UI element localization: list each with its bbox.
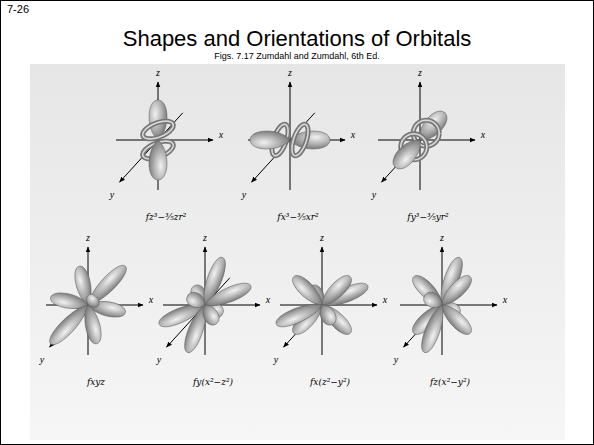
figure-ground xyxy=(30,64,565,440)
axis-label: x xyxy=(266,294,270,305)
axis-label: y xyxy=(157,354,161,365)
figure-source: Figs. 7.17 Zumdahl and Zumdahl, 6th Ed. xyxy=(214,52,380,62)
orbital-label: fz³−⅗zr² xyxy=(146,213,187,223)
axis-label: y xyxy=(394,354,398,365)
axis-label: y xyxy=(110,189,114,200)
orbital-ring xyxy=(292,124,308,155)
orbital-ring-highlight xyxy=(143,121,174,139)
orbital-lobe xyxy=(81,303,104,345)
axis-label: x xyxy=(383,294,387,305)
orbital-lobe xyxy=(273,298,324,331)
coordinate-axis xyxy=(382,113,445,182)
orbital-lobe xyxy=(389,134,427,173)
orbital-ring-highlight xyxy=(292,124,308,155)
orbital-figure xyxy=(156,247,260,355)
orbital-lobe xyxy=(199,301,222,327)
orbital-label: fx³−⅗xr² xyxy=(277,213,318,223)
orbital-ring xyxy=(143,121,174,139)
axis-label: y xyxy=(40,354,44,365)
slide-number: 7-26 xyxy=(7,3,29,15)
axis-label: z xyxy=(86,232,90,243)
orbital-lobe xyxy=(316,301,339,327)
orbital-lobe xyxy=(317,272,355,310)
orbital-label: fy³−⅗yr² xyxy=(407,213,448,223)
orbital-lobe xyxy=(437,272,475,310)
axis-label: z xyxy=(156,67,160,78)
coordinate-axis xyxy=(120,113,183,182)
orbital-label: fxyz xyxy=(87,378,105,388)
orbital-lobe xyxy=(149,140,167,180)
orbital-label: fy(x²−z²) xyxy=(193,378,233,388)
axis-label: z xyxy=(418,67,422,78)
axis-label: x xyxy=(219,129,223,140)
axis-label: z xyxy=(203,232,207,243)
axis-label: y xyxy=(274,354,278,365)
axis-label: y xyxy=(242,189,246,200)
orbital-lobe xyxy=(289,272,327,310)
axis-label: z xyxy=(320,232,324,243)
orbital-figure xyxy=(378,82,475,190)
axis-label: z xyxy=(288,67,292,78)
orbital-lobe xyxy=(418,303,449,356)
orbital-figures xyxy=(45,82,497,355)
orbital-lobe xyxy=(83,292,101,310)
axis-label: y xyxy=(372,189,376,200)
axis-label: x xyxy=(481,129,485,140)
slide-title: Shapes and Orientations of Orbitals xyxy=(123,27,472,51)
orbital-figure xyxy=(273,247,377,355)
axis-label: x xyxy=(149,294,153,305)
orbital-label: fx(z²−y²) xyxy=(310,378,350,388)
orbital-figure xyxy=(248,82,345,190)
axis-label: z xyxy=(440,232,444,243)
orbital-figure xyxy=(400,247,497,355)
orbital-lobe xyxy=(250,131,290,149)
axis-label: x xyxy=(503,294,507,305)
orbital-figure xyxy=(116,82,213,190)
axis-label: x xyxy=(351,129,355,140)
orbital-label: fz(x²−y²) xyxy=(430,378,470,388)
orbital-figure xyxy=(45,247,143,355)
